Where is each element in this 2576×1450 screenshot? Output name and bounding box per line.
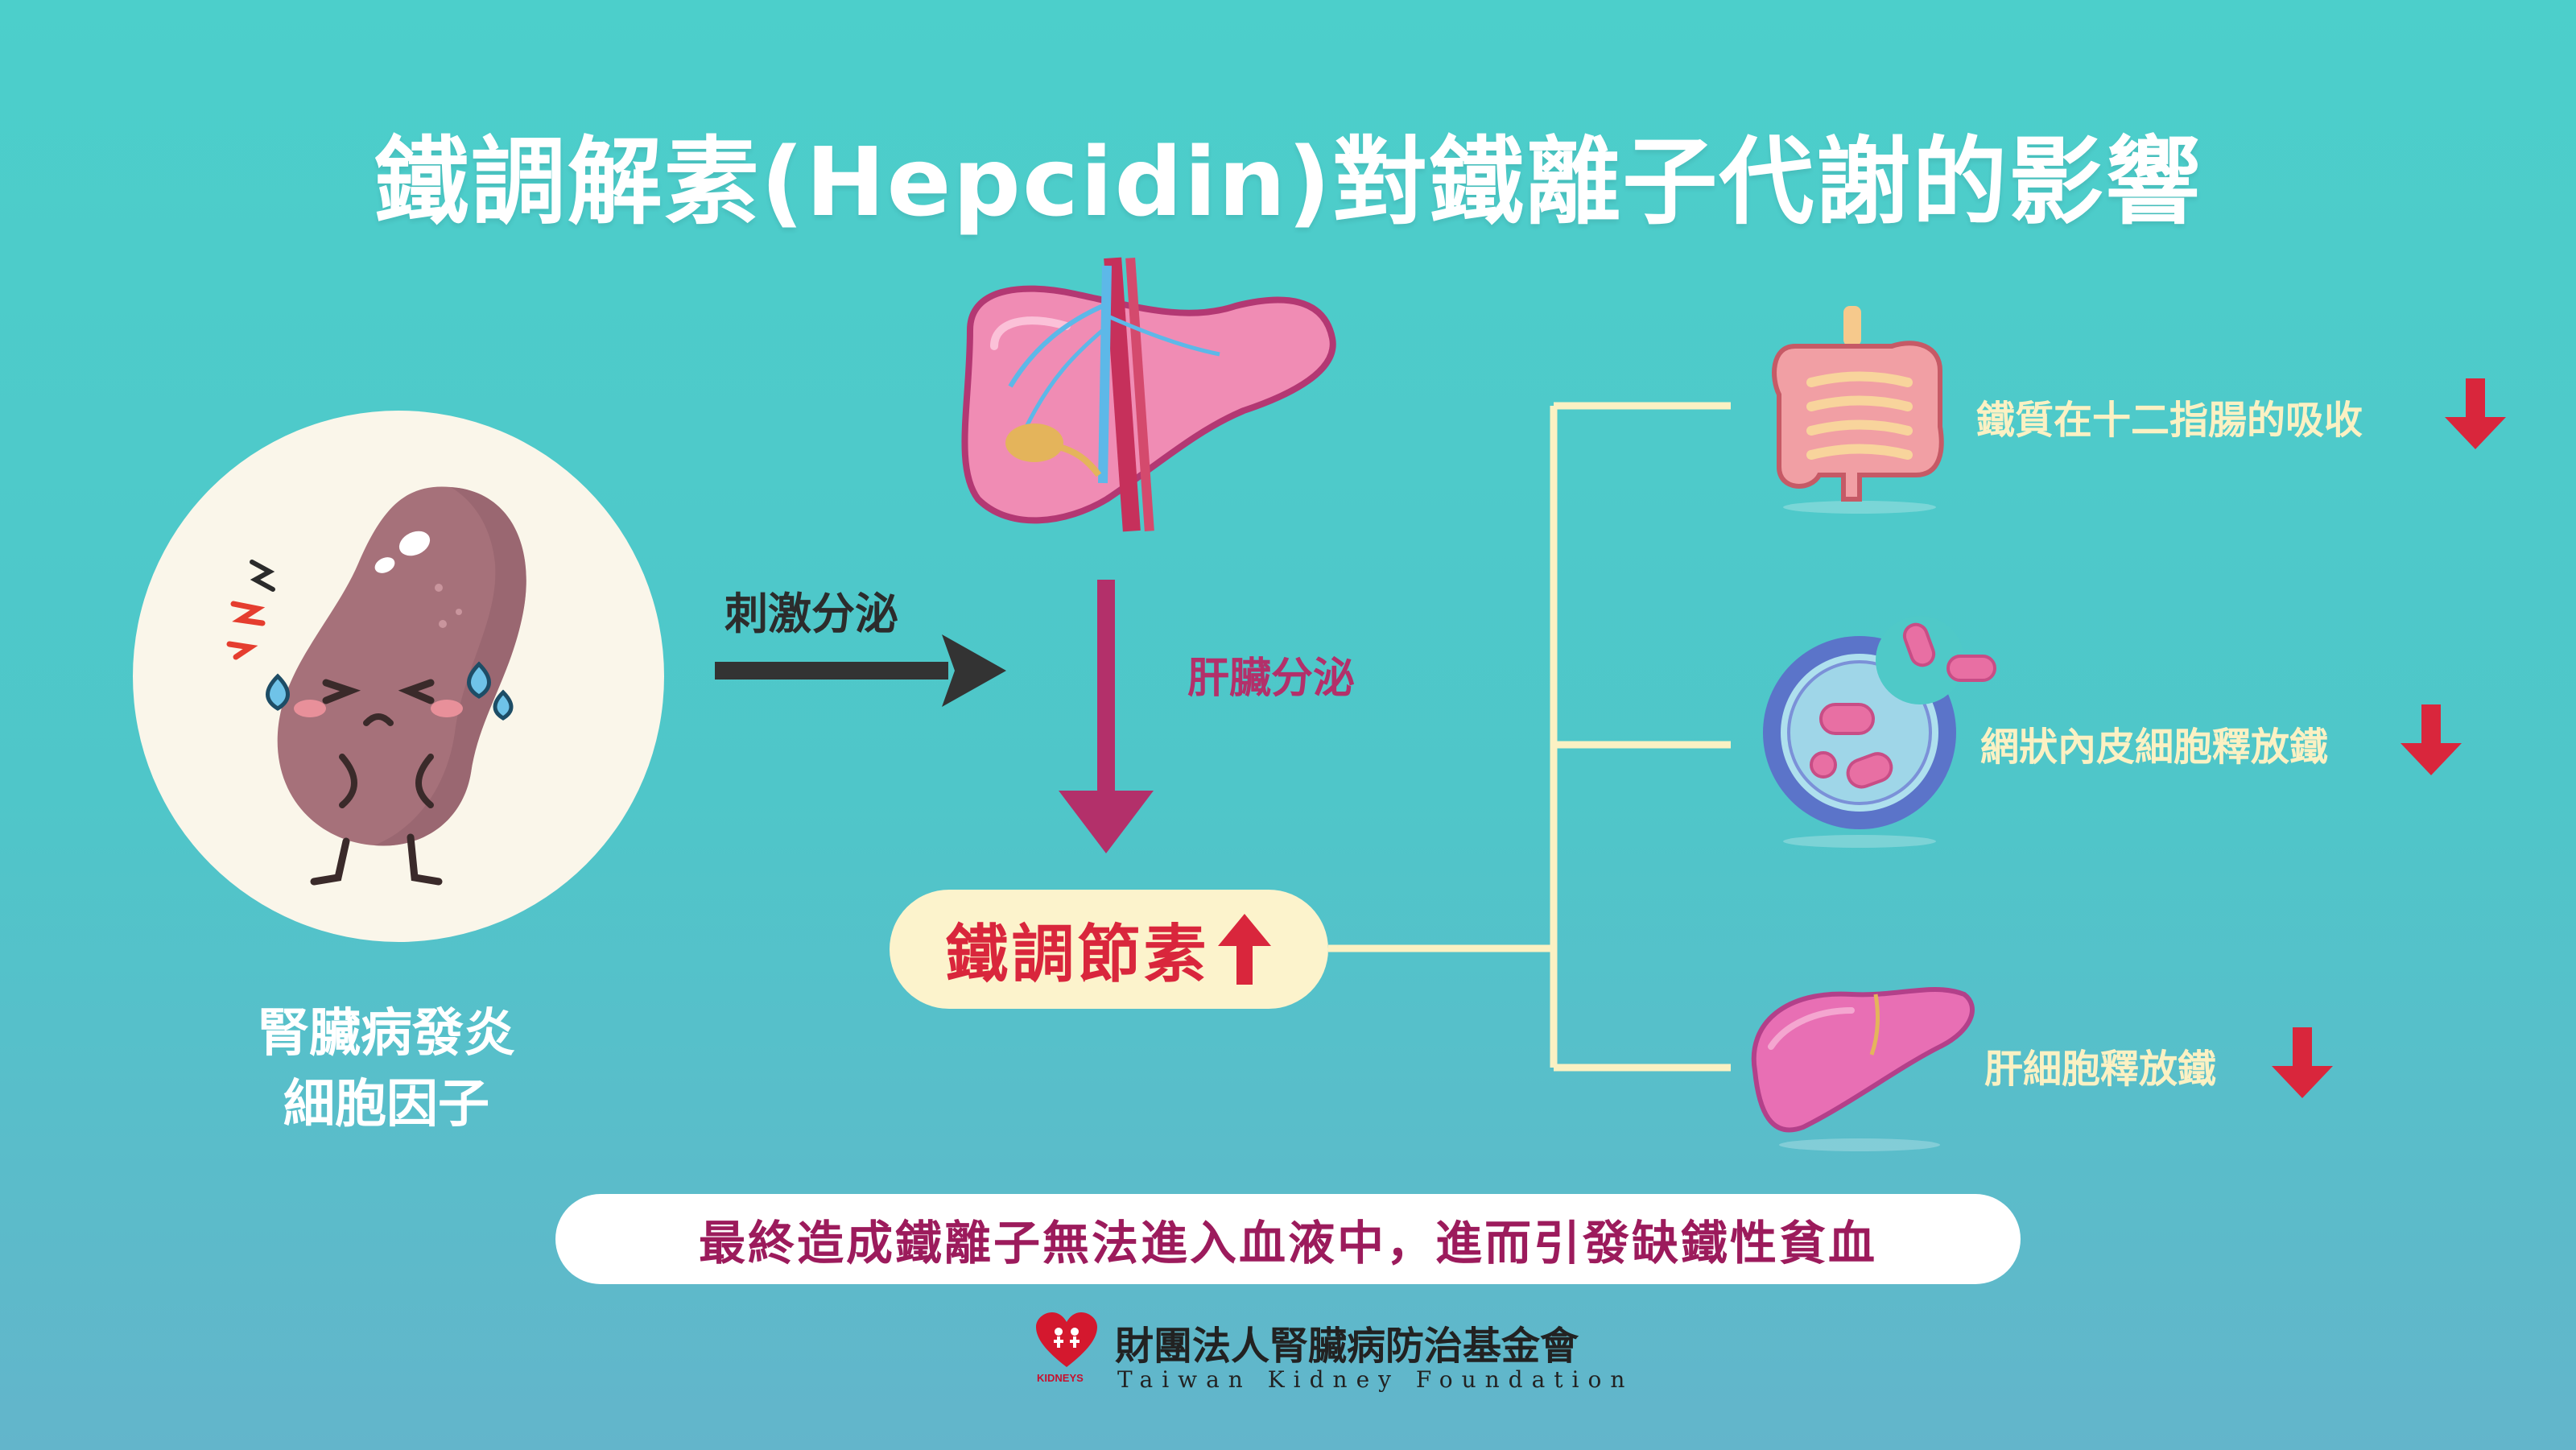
stimulate-label: 刺激分泌	[724, 589, 898, 639]
effect-text-2: 網狀內皮細胞釋放鐵	[1980, 725, 2329, 770]
logo-subtext: KIDNEYS	[1037, 1372, 1084, 1384]
liver-secrete-label: 肝臟分泌	[1187, 655, 1356, 703]
intestine-icon	[1772, 306, 1944, 514]
effect-text-1: 鐵質在十二指腸的吸收	[1976, 398, 2363, 443]
liver-icon	[961, 257, 1336, 532]
organization-name-zh: 財團法人腎臟病防治基金會	[1115, 1324, 1579, 1369]
hepcidin-label: 鐵調節素	[945, 919, 1210, 991]
up-arrow-icon	[1217, 914, 1271, 985]
down-arrow-icon	[2401, 704, 2462, 775]
effect-label-2: 網狀內皮細胞釋放鐵	[1980, 715, 2328, 771]
cause-label: 腎臟病發炎 細胞因子	[137, 998, 636, 1140]
foundation-heart-logo-icon	[1036, 1312, 1097, 1367]
cause-line-2: 細胞因子	[283, 1075, 489, 1134]
stimulate-arrow	[715, 634, 1006, 707]
down-arrow-icon	[2445, 378, 2506, 449]
effect-text-3: 肝細胞釋放鐵	[1984, 1047, 2217, 1092]
organization-name-en: Taiwan Kidney Foundation	[1117, 1366, 1634, 1393]
hepcidin-badge: 鐵調節素	[890, 890, 1328, 1009]
conclusion-banner: 最終造成鐵離子無法進入血液中，進而引發缺鐵性貧血	[555, 1194, 2021, 1284]
cause-line-1: 腎臟病發炎	[258, 1004, 515, 1064]
down-arrow-icon	[2272, 1027, 2333, 1098]
liver-secrete-arrow	[1059, 580, 1154, 853]
macrophage-icon	[1763, 616, 1996, 848]
hepatocyte-liver-icon	[1751, 986, 1975, 1151]
sad-kidney-icon	[226, 486, 526, 886]
effects-bracket	[1328, 402, 1731, 1072]
conclusion-text: 最終造成鐵離子無法進入血液中，進而引發缺鐵性貧血	[698, 1216, 1877, 1270]
effect-label-1: 鐵質在十二指腸的吸收	[1976, 388, 2363, 444]
page-title: 鐵調解素(Hepcidin)對鐵離子代謝的影響	[374, 126, 2202, 238]
effect-label-3: 肝細胞釋放鐵	[1984, 1037, 2216, 1093]
